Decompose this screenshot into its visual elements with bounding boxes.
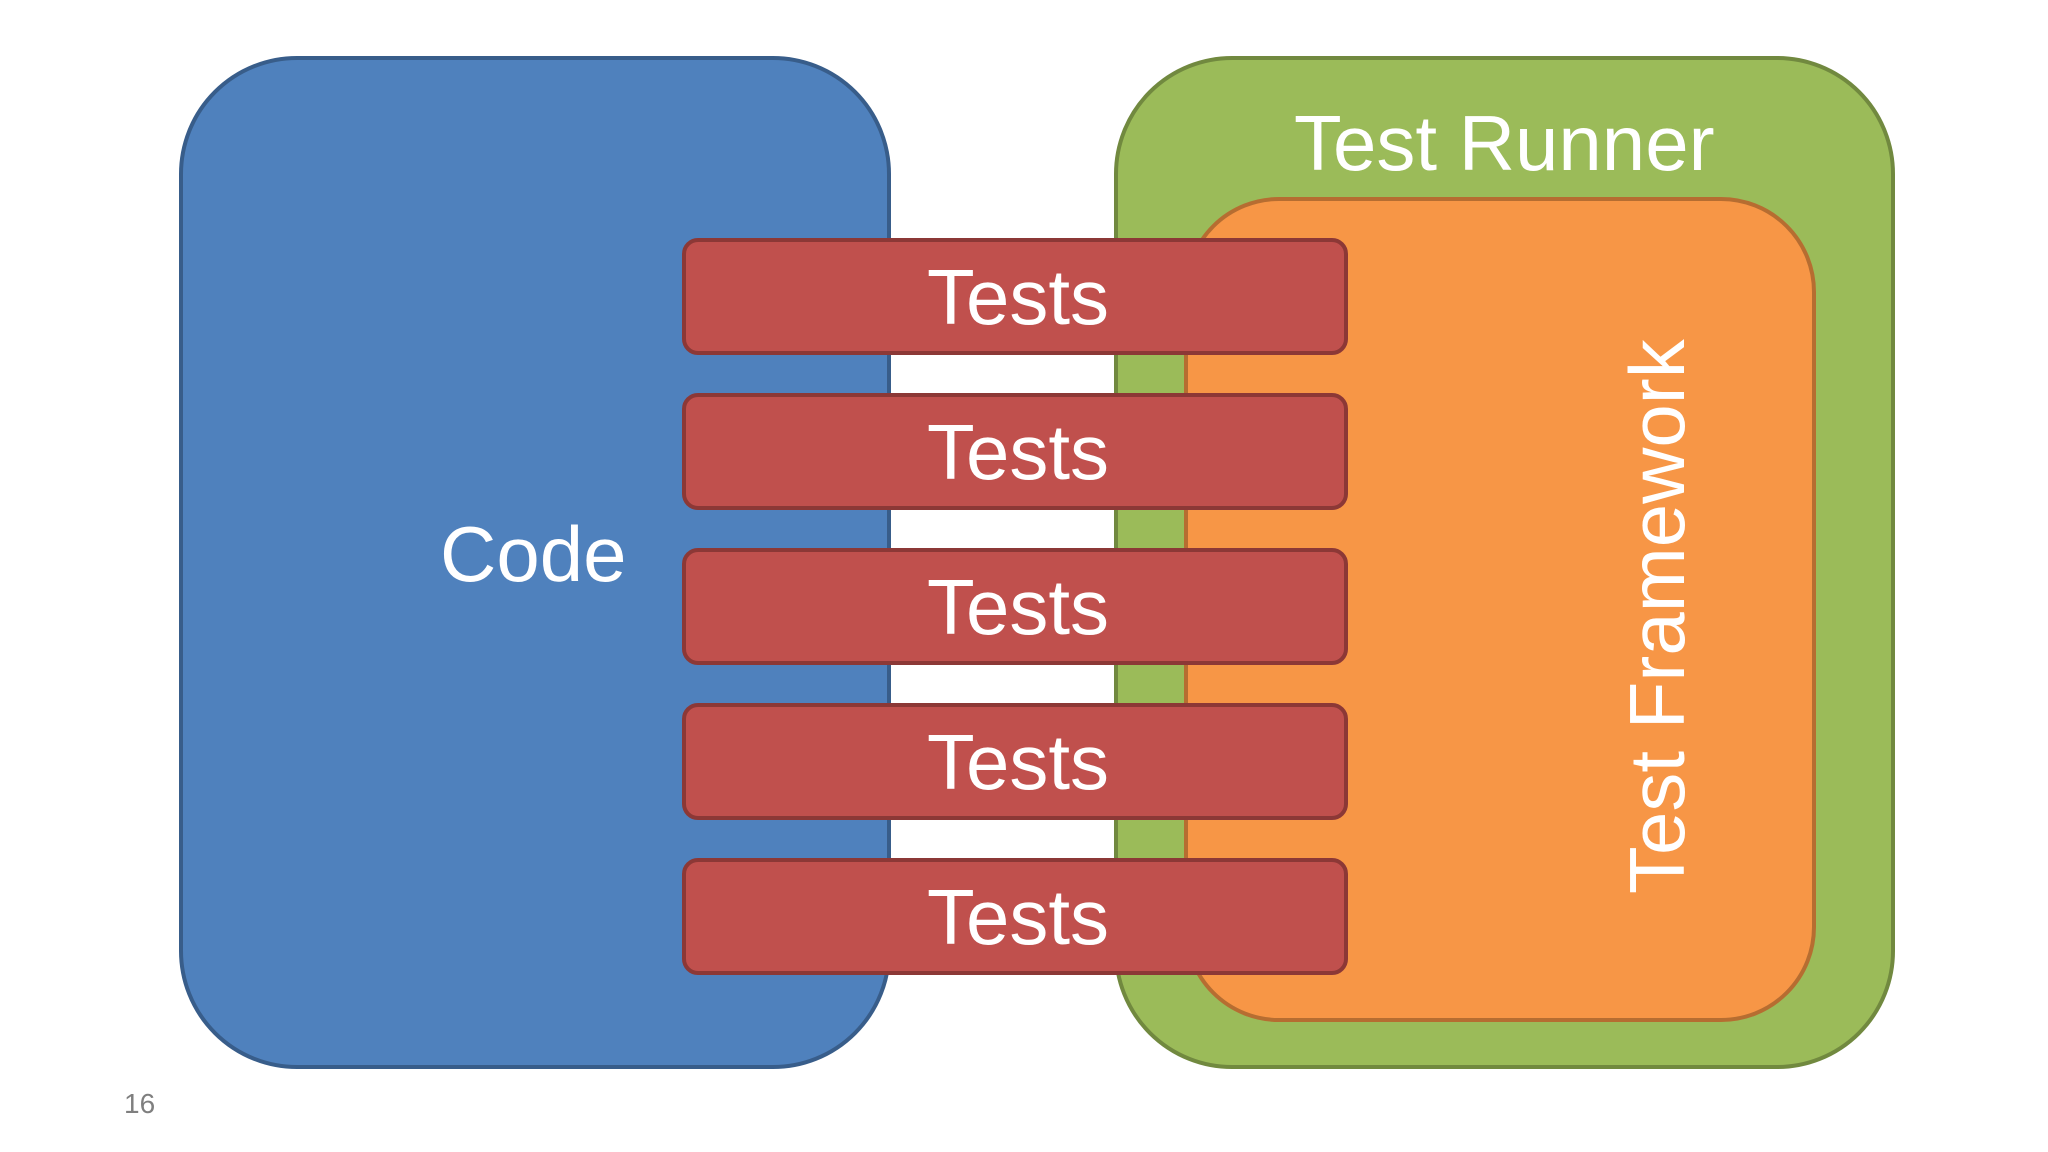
tests-box: Tests xyxy=(682,858,1348,975)
tests-label: Tests xyxy=(926,407,1110,496)
tests-label: Tests xyxy=(926,872,1110,961)
test-framework-label: Test Framework xyxy=(1613,339,1701,894)
tests-label: Tests xyxy=(926,717,1110,806)
page-number: 16 xyxy=(124,1088,156,1119)
tests-box: Tests xyxy=(682,703,1348,820)
tests-label: Tests xyxy=(926,562,1110,651)
tests-box: Tests xyxy=(682,238,1348,355)
test-runner-label: Test Runner xyxy=(1294,99,1715,187)
tests-box: Tests xyxy=(682,393,1348,510)
tests-box: Tests xyxy=(682,548,1348,665)
code-label: Code xyxy=(440,510,627,598)
tests-label: Tests xyxy=(926,252,1110,341)
